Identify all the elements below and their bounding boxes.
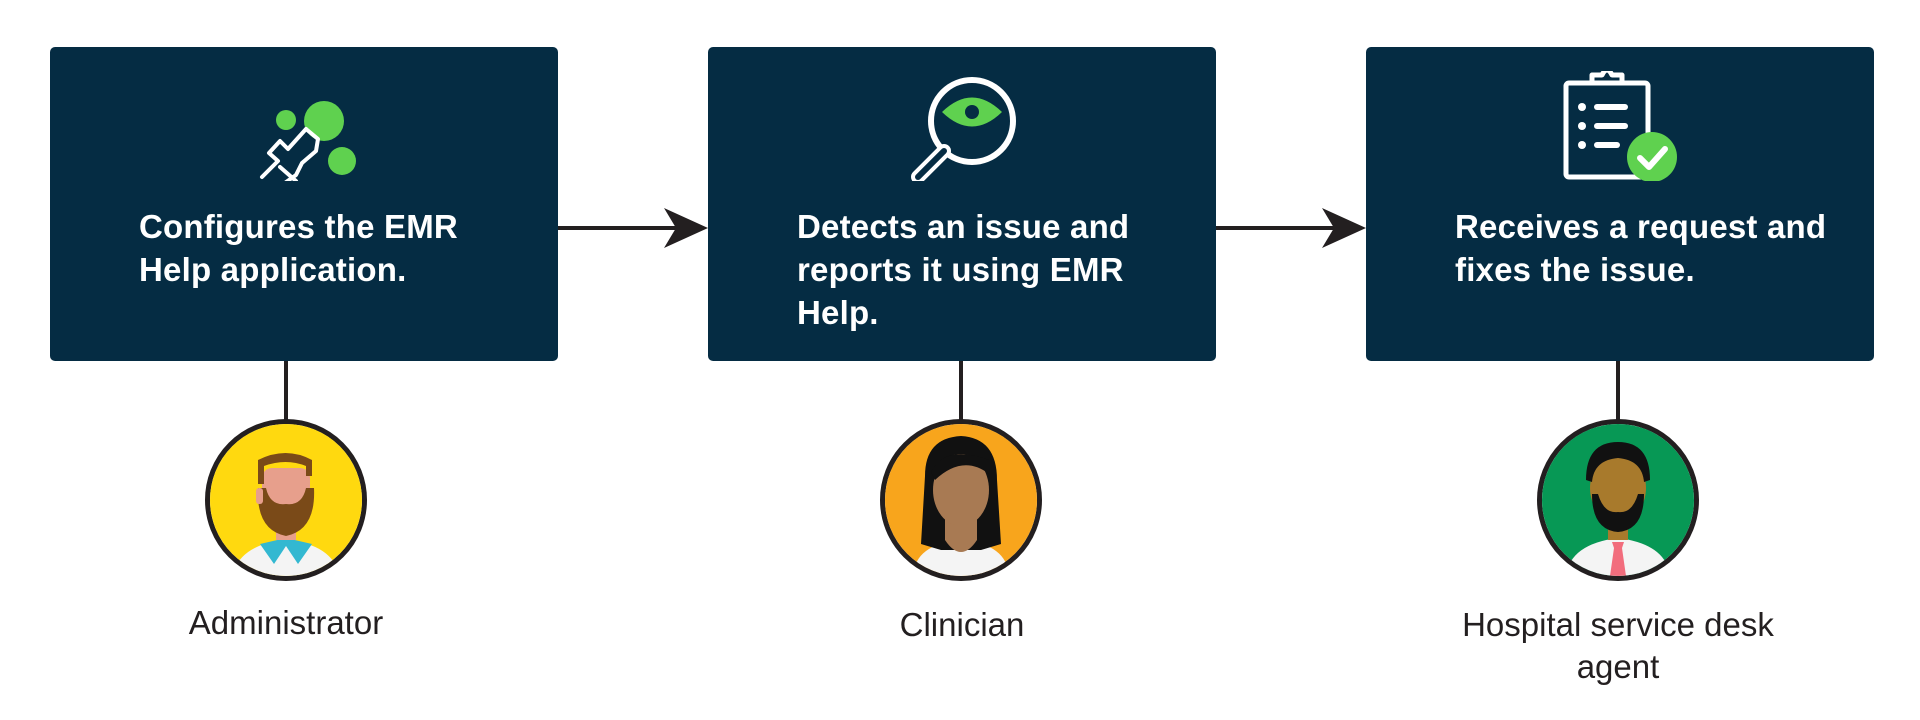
step-box-configure: Configures the EMR Help application.	[50, 47, 558, 361]
step-text-fix: Receives a request and fixes the issue.	[1455, 208, 1827, 288]
step-box-detect: Detects an issue and reports it using EM…	[708, 47, 1216, 361]
service-desk-agent-avatar	[1537, 419, 1699, 581]
connector-administrator	[284, 361, 288, 421]
arrow-step1-to-step2	[558, 208, 708, 248]
step-text-configure: Configures the EMR Help application.	[139, 208, 458, 288]
connector-clinician	[959, 361, 963, 421]
role-label-service-desk-agent: Hospital service desk agent	[1462, 606, 1774, 685]
clipboard-check-icon	[1563, 71, 1677, 181]
arrow-step2-to-step3	[1216, 208, 1366, 248]
role-label-administrator: Administrator	[188, 604, 384, 641]
pointing-hand-icon	[260, 101, 356, 181]
role-label-clinician: Clinician	[899, 606, 1025, 643]
clinician-avatar	[880, 419, 1042, 581]
connector-agent	[1616, 361, 1620, 421]
administrator-avatar	[205, 419, 367, 581]
magnifier-eye-icon	[911, 77, 1016, 181]
step-box-fix: Receives a request and fixes the issue.	[1366, 47, 1874, 361]
step-text-detect: Detects an issue and reports it using EM…	[797, 208, 1130, 331]
